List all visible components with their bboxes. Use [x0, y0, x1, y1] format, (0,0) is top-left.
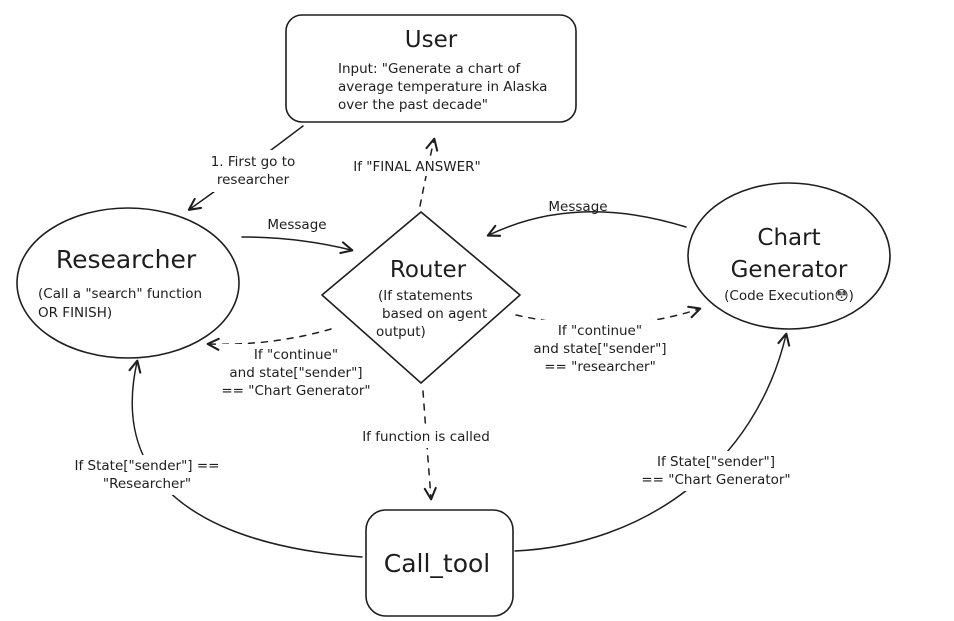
chart-generator-node-title: Generator [731, 257, 848, 283]
chart-generator-node [687, 182, 891, 330]
edge-label-call-tool-to-researcher: "Researcher" [103, 476, 191, 492]
edge-label-user-to-researcher: researcher [217, 172, 290, 188]
edge-label-router-to-researcher: If "continue" [254, 347, 338, 363]
router-node-body: output) [376, 324, 426, 340]
edge-label-user-to-researcher: 1. First go to [211, 154, 296, 170]
router-node-body: (If statements [378, 288, 473, 304]
edge-label-call-tool-to-chart-generator: == "Chart Generator" [641, 472, 790, 488]
label-bg [61, 455, 235, 495]
user-node-title: User [405, 27, 458, 53]
researcher-node-title: Researcher [56, 245, 197, 274]
edge-label-chart-generator-to-router: Message [548, 199, 607, 215]
edge-label-researcher-to-router: Message [267, 217, 326, 233]
label-bg [526, 320, 676, 378]
label-bg [638, 451, 796, 491]
researcher-node-body: OR FINISH) [38, 305, 112, 321]
researcher-node [16, 207, 240, 359]
user-node [285, 14, 577, 123]
chart-generator-node-title: Chart [757, 225, 820, 251]
edge-call-tool-to-researcher [128, 359, 363, 558]
label-bg [195, 150, 313, 192]
router-node-title: Router [390, 257, 467, 283]
router-node-body: based on agent [382, 306, 487, 322]
edge-label-router-to-researcher: and state["sender"] [229, 365, 362, 381]
call-tool-node [365, 509, 514, 617]
researcher-node-body: (Call a "search" function [38, 286, 202, 302]
edge-label-router-to-chart-generator: == "researcher" [544, 359, 656, 375]
router-node [321, 211, 521, 384]
edge-router-to-researcher [206, 328, 332, 351]
edge-label-call-tool-to-researcher: If State["sender"] == [75, 458, 220, 474]
edge-label-router-to-chart-generator: If "continue" [558, 323, 642, 339]
label-bg [342, 156, 492, 176]
user-node-body: over the past decade" [338, 97, 488, 113]
edge-label-router-to-chart-generator: and state["sender"] [533, 341, 666, 357]
call-tool-node-title: Call_tool [384, 549, 491, 578]
label-bg [221, 344, 373, 402]
edge-label-router-to-call-tool: If function is called [362, 429, 490, 445]
label-bg [351, 426, 503, 448]
edge-router-to-user [419, 137, 439, 207]
edge-chart-generator-to-router [486, 211, 687, 237]
user-node-body: Input: "Generate a chart of [338, 61, 522, 77]
edge-label-router-to-user: If "FINAL ANSWER" [353, 159, 481, 175]
edge-label-router-to-researcher: == "Chart Generator" [221, 383, 370, 399]
chart-generator-node-body: (Code Execution😳) [724, 288, 854, 304]
edge-researcher-to-router [241, 236, 354, 255]
edge-label-call-tool-to-chart-generator: If State["sender"] [657, 454, 775, 470]
user-node-body: average temperature in Alaska [338, 79, 547, 95]
